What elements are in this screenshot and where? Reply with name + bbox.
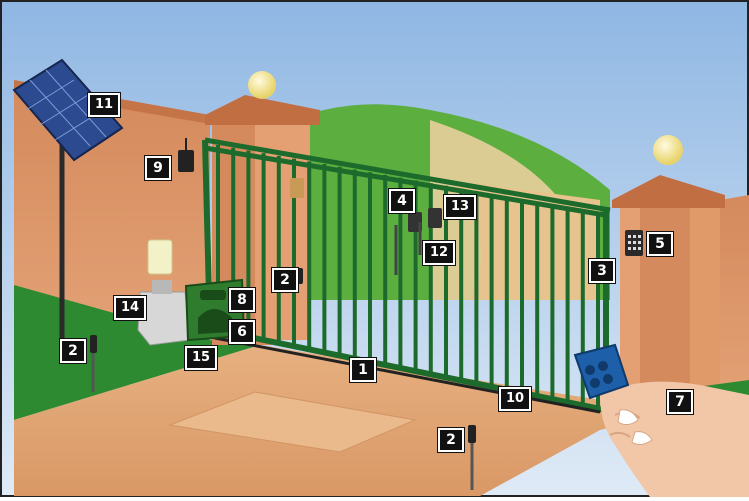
right-pillar-lamp: [653, 135, 683, 165]
photocell-icon: [90, 335, 97, 353]
label-selector: 13: [444, 195, 476, 219]
label-photocell-left-post: 2: [60, 339, 86, 363]
label-antenna: 9: [145, 156, 171, 180]
receiver-box-icon: [290, 178, 304, 198]
lamp-mount: [152, 280, 172, 294]
label-gate-stop: 3: [589, 259, 615, 283]
control-box-panel: [200, 290, 226, 300]
label-photocell-ground: 2: [438, 428, 464, 452]
label-solar-panel: 11: [88, 93, 120, 117]
label-push-button: 12: [423, 241, 455, 265]
label-battery: 15: [185, 346, 217, 370]
label-backup-light: 14: [114, 296, 146, 320]
photocell-ground-icon: [468, 425, 476, 443]
label-control-box: 6: [229, 320, 255, 344]
label-keypad: 5: [647, 232, 673, 256]
antenna-icon: [178, 150, 194, 172]
label-key-switch: 4: [389, 189, 415, 213]
label-gate-motor-track: 1: [350, 358, 376, 382]
label-receiver: 8: [229, 288, 255, 312]
label-rack: 10: [499, 387, 531, 411]
left-pillar-lamp: [248, 71, 276, 99]
selector-icon: [428, 208, 442, 228]
flash-lamp-icon: [148, 240, 172, 274]
right-wall: [720, 195, 749, 405]
label-remote-control: 7: [667, 390, 693, 414]
label-photocell-gate-post: 2: [272, 268, 298, 292]
